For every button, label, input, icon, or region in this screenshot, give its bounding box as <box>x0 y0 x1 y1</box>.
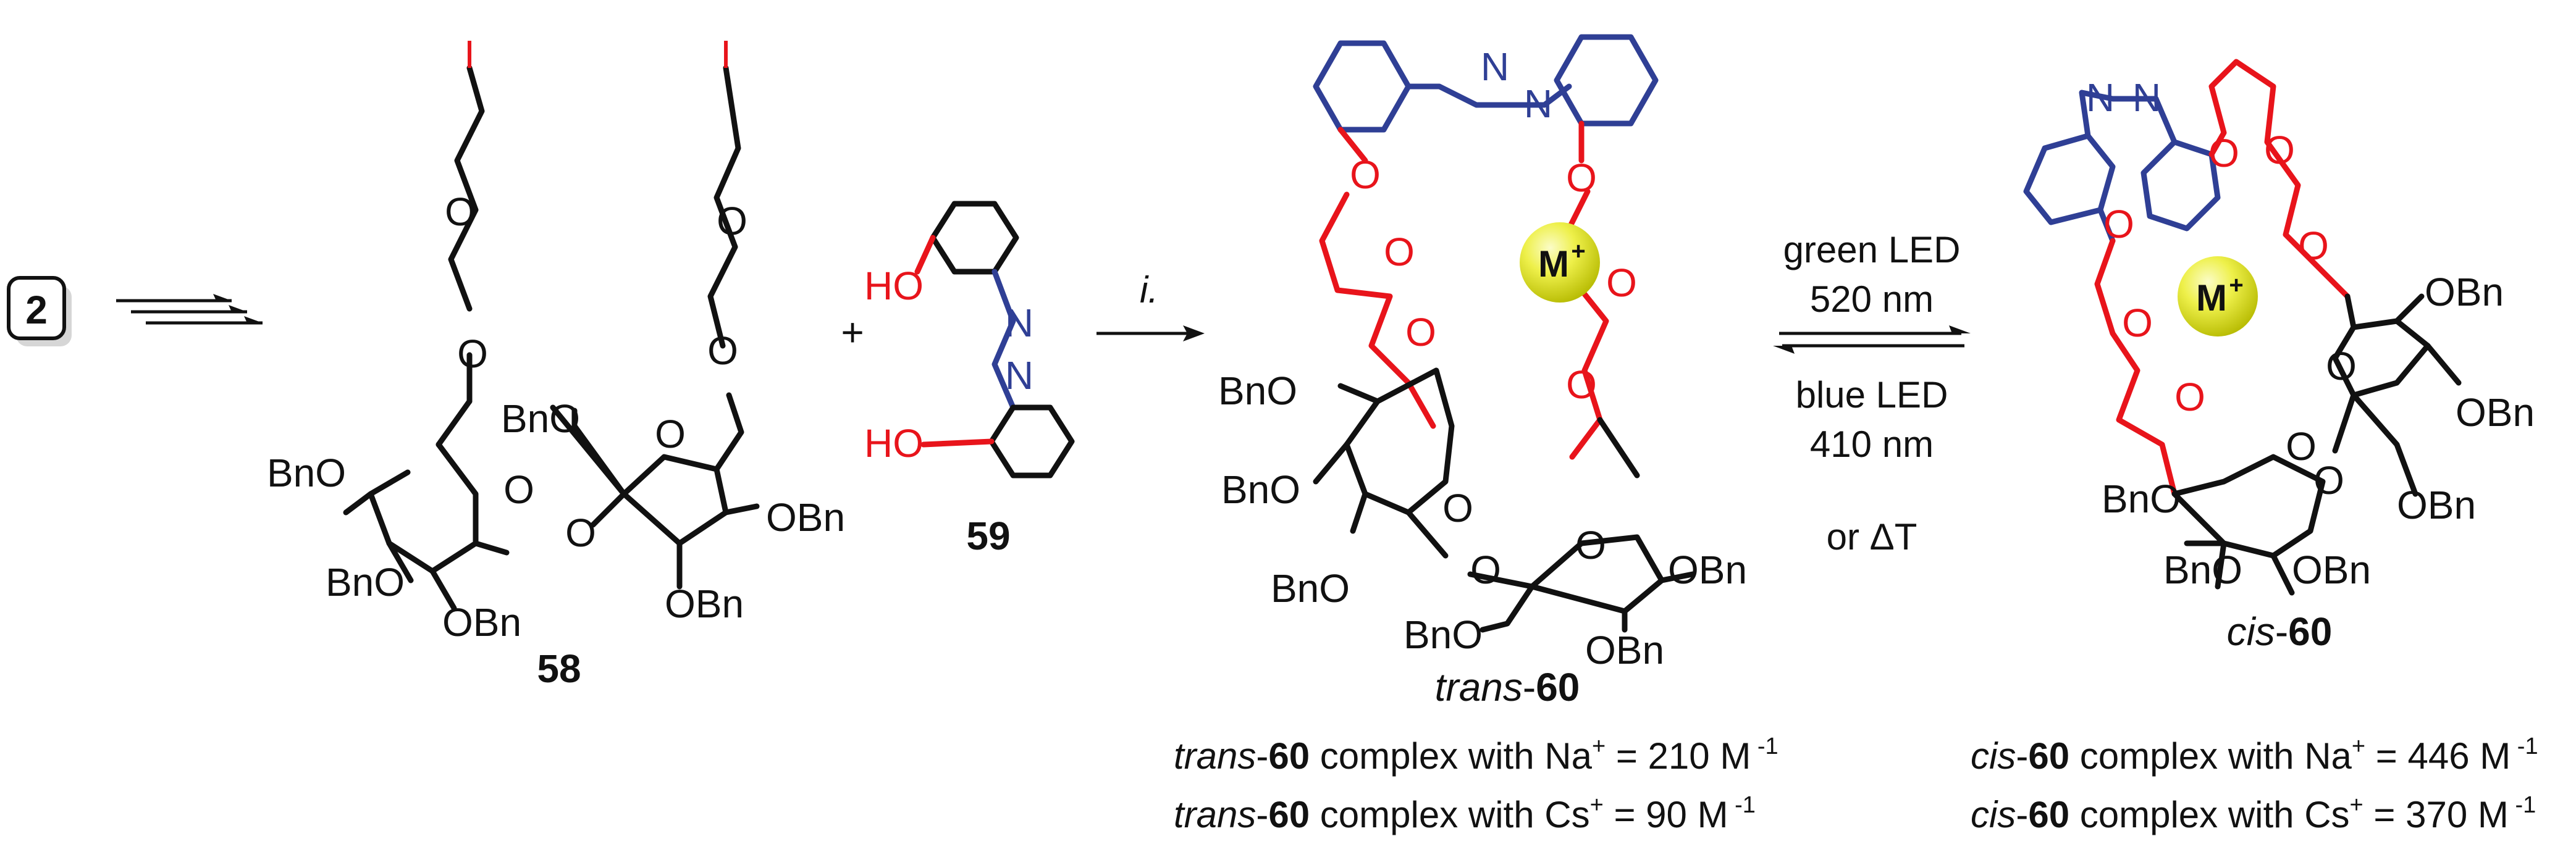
reagent-label: i. <box>1140 269 1158 311</box>
compound-trans-60-label: trans-60 <box>1435 665 1580 709</box>
obn-group: OBn <box>2425 270 2504 314</box>
reverse-condition-source: blue LED <box>1796 374 1948 416</box>
compound-2-label: 2 <box>25 288 48 332</box>
bno-group: BnO <box>1404 612 1483 657</box>
metal-ion-sphere: M + <box>1520 222 1600 303</box>
metal-symbol: M <box>2196 277 2227 319</box>
oxygen-atom: O <box>1350 153 1381 197</box>
nitrogen-atom: N <box>1005 353 1033 398</box>
oxygen-atom: O <box>565 511 596 555</box>
compound-2-box: 2 <box>7 276 72 346</box>
hydroxy-group: HO <box>864 264 924 308</box>
oxygen-atom: O <box>2326 344 2357 388</box>
oxygen-atom: O <box>1606 261 1637 305</box>
oxygen-atom: O <box>2298 224 2329 268</box>
bno-group: BnO <box>267 451 346 495</box>
photoswitch-equilibrium: green LED 520 nm blue LED 410 nm or ΔT <box>1773 229 1971 558</box>
binding-constant-line: trans-60 complex with Na+ = 210 M -1 <box>1174 733 1778 777</box>
oxygen-atom: O <box>2174 375 2205 419</box>
forward-condition-wavelength: 520 nm <box>1810 278 1934 320</box>
forward-condition-source: green LED <box>1783 229 1961 270</box>
bno-group: BnO <box>1271 566 1350 611</box>
plus-sign: + <box>841 310 864 354</box>
reaction-arrow-i: i. <box>1096 269 1205 341</box>
iodine-atom-left: I <box>464 32 475 77</box>
compound-cis-60-label: cis-60 <box>2227 609 2333 654</box>
bno-group: BnO <box>2163 548 2242 592</box>
oxygen-atom: O <box>2208 131 2239 175</box>
iodine-atom-right: I <box>720 32 731 77</box>
oxygen-atom: O <box>1384 230 1415 274</box>
oxygen-atom: O <box>2264 128 2295 172</box>
compound-trans-60-structure: N N O O O O O O BnO BnO BnO O O O OBn OB… <box>1218 34 1747 709</box>
metal-charge: + <box>2229 272 2243 299</box>
compound-59-structure: HO HO N N 59 <box>864 201 1075 558</box>
nitrogen-atom: N <box>1005 301 1033 345</box>
metal-ion-sphere: M + <box>2178 256 2258 336</box>
oxygen-atom: O <box>707 328 738 373</box>
compound-cis-60-structure: N N O O O O O O OBn OBn O O O OBn BnO Bn… <box>2023 59 2535 654</box>
obn-group: OBn <box>2292 548 2371 592</box>
metal-symbol: M <box>1538 243 1569 285</box>
obn-group: OBn <box>766 495 845 540</box>
obn-group: OBn <box>442 600 521 645</box>
oxygen-atom: O <box>1566 362 1597 407</box>
oxygen-atom: O <box>503 467 534 512</box>
nitrogen-atom: N <box>1524 81 1552 126</box>
nitrogen-atom: N <box>1481 44 1509 89</box>
oxygen-atom: O <box>1470 548 1501 592</box>
obn-group: OBn <box>1585 628 1664 672</box>
oxygen-atom: O <box>1575 523 1606 567</box>
obn-group: OBn <box>2397 483 2476 527</box>
oxygen-atom: O <box>655 412 686 456</box>
compound-58-label: 58 <box>537 646 581 691</box>
bno-group: BnO <box>1218 369 1297 413</box>
binding-constant-line: cis-60 complex with Cs+ = 370 M -1 <box>1971 792 2536 835</box>
compound-59-label: 59 <box>966 514 1010 558</box>
binding-constant-line: cis-60 complex with Na+ = 446 M -1 <box>1971 733 2538 777</box>
bno-group: BnO <box>2102 477 2181 521</box>
binding-constants: trans-60 complex with Na+ = 210 M -1 tra… <box>1174 733 2538 835</box>
oxygen-atom: O <box>445 190 476 234</box>
oxygen-atom: O <box>457 332 488 376</box>
reverse-condition-thermal: or ΔT <box>1827 516 1917 558</box>
reverse-condition-wavelength: 410 nm <box>1810 424 1934 465</box>
multistep-arrow <box>116 294 263 325</box>
compound-58-structure: I I O O O O O O O BnO BnO BnO OBn OBn OB… <box>267 32 845 691</box>
nitrogen-atom: N <box>2132 75 2161 120</box>
oxygen-atom: O <box>2286 424 2317 469</box>
hydroxy-group: HO <box>864 421 924 466</box>
bno-group: BnO <box>1221 467 1300 512</box>
nitrogen-atom: N <box>2086 75 2115 120</box>
bno-group: BnO <box>501 396 580 441</box>
oxygen-atom: O <box>717 199 747 243</box>
oxygen-atom: O <box>1442 486 1473 530</box>
obn-group: OBn <box>665 582 744 626</box>
binding-constant-line: trans-60 complex with Cs+ = 90 M -1 <box>1174 792 1756 835</box>
oxygen-atom: O <box>2103 202 2134 246</box>
metal-charge: + <box>1571 238 1585 265</box>
oxygen-atom: O <box>1405 310 1436 354</box>
bno-group: BnO <box>326 560 405 604</box>
oxygen-atom: O <box>2122 301 2153 345</box>
oxygen-atom: O <box>1566 156 1597 200</box>
obn-group: OBn <box>2456 390 2535 435</box>
oxygen-atom: O <box>2313 458 2344 503</box>
obn-group: OBn <box>1668 548 1747 592</box>
